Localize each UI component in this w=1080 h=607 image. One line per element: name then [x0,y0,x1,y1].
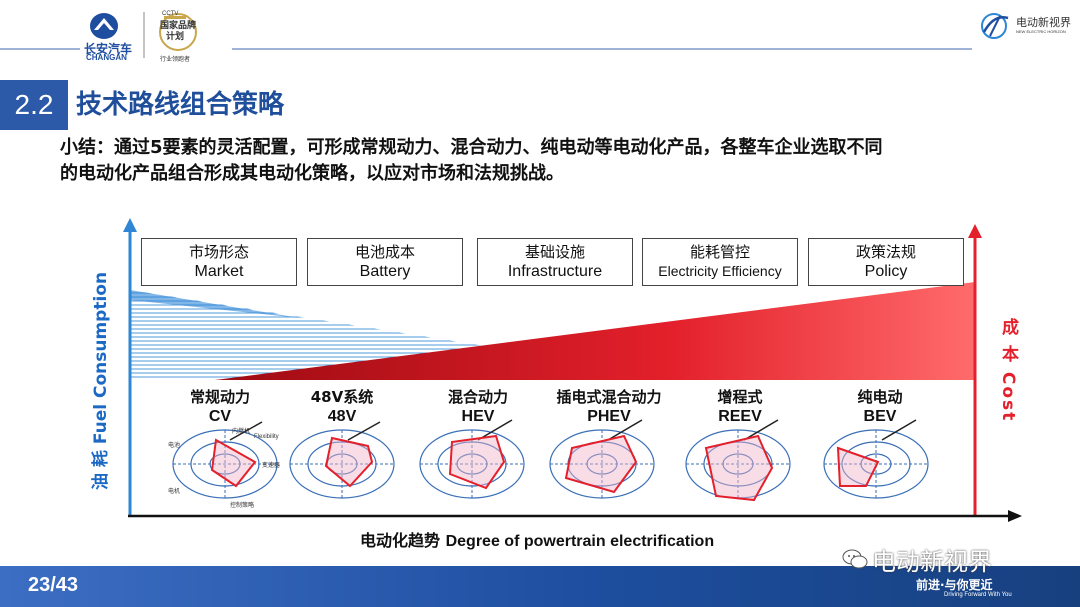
y-axis-left-label: 油 耗 Fuel Consumption [91,271,111,490]
product-cv: 常规动力 CV [170,387,270,427]
product-phev-cn: 插电式混合动力 [556,388,662,406]
product-hev: 混合动力 HEV [428,387,528,427]
y-axis-left-arrow [123,218,137,232]
factor-market: 市场形态 Market [141,238,297,286]
radar-label-bottomleft: 电机 [168,488,181,495]
radar-cv [172,421,278,499]
page-number: 23/43 [28,574,79,596]
product-bev: 纯电动 BEV [830,387,930,427]
factor-market-cn: 市场形态 [188,243,249,261]
product-phev-en: PHEV [587,408,631,425]
watermark-cn: 电动新视界 [458,290,578,318]
product-reev-cn: 增程式 [717,388,763,406]
slogan-cn: 前进·与你更近 [916,578,993,592]
product-48v: 48V系统 48V [292,387,392,427]
header-line-left [0,48,80,50]
wechat-account-name: 电动新视界 [872,548,992,576]
product-reev-en: REEV [718,408,762,425]
badge-mid2: 计划 [166,32,185,42]
factor-infrastructure-en: Infrastructure [507,263,603,280]
product-bev-cn: 纯电动 [857,388,903,406]
fuel-wedge-top [130,290,300,318]
cost-wedge [215,282,975,380]
factor-efficiency: 能耗管控 Electricity Efficiency [642,238,798,286]
changan-logo [78,8,228,64]
badge-bottom: 行业领跑者 [160,56,191,63]
radar-hev [419,419,525,499]
slogan-en: Driving Forward With You [944,592,1012,598]
partner-name-en: NEW ELECTRIC HORIZON [1016,29,1066,34]
radar-phev [549,419,655,499]
product-48v-cn: 48V系统 [310,388,374,406]
partner-logo [978,6,1078,46]
header-line-right [232,48,972,50]
radar-bev [823,419,929,499]
x-axis-arrow [1008,510,1022,522]
x-axis-label-cn: 电动化趋势 [360,531,441,550]
product-hev-cn: 混合动力 [447,388,508,406]
footer-bar [0,566,1080,607]
product-cv-cn: 常规动力 [189,388,250,406]
factor-infrastructure: 基础设施 Infrastructure [477,238,633,286]
x-axis-label: 电动化趋势 Degree of powertrain electrificati… [360,527,714,551]
factor-battery-cn: 电池成本 [354,243,415,261]
factor-policy-cn: 政策法规 [855,243,916,261]
product-48v-en: 48V [327,408,357,425]
product-bev-en: BEV [863,408,897,425]
factor-efficiency-cn: 能耗管控 [689,243,750,261]
brand-name-cn: 长安汽车 [84,42,133,56]
factor-battery: 电池成本 Battery [307,238,463,286]
badge-top: CCTV [162,11,179,17]
partner-name-cn: 电动新视界 [1016,16,1071,29]
radar-reev [685,419,791,502]
summary-line-2: 的电动化产品组合形成其电动化策略，以应对市场和法规挑战。 [60,163,564,184]
radar-48v [289,421,395,499]
brand-name-en: CHANGAN [86,53,127,62]
summary-text: 小结：通过5要素的灵活配置，可形成常规动力、混合动力、纯电动等电动化产品，各整车… [60,135,1060,187]
factor-policy: 政策法规 Policy [808,238,964,286]
section-title: 技术路线组合策略 [76,90,285,120]
product-phev: 插电式混合动力 PHEV [544,387,674,427]
radar-label-flex: Flexibility [254,434,279,440]
factor-battery-en: Battery [359,263,411,280]
factor-market-en: Market [194,263,244,280]
radar-label-bottom: 控制策略 [230,502,255,509]
section-number: 2.2 [0,80,68,130]
radar-label-right: 变速器 [262,462,281,469]
y-axis-right-label: 成 本 Cost [998,318,1018,423]
radar-label-left: 电池 [168,442,181,449]
product-cv-en: CV [208,408,232,425]
watermark-en: NEW ELECTRIC HORIZON [458,313,591,323]
summary-line-1: 小结：通过5要素的灵活配置，可形成常规动力、混合动力、纯电动等电动化产品，各整车… [60,137,883,158]
badge-mid: 国家品牌 [160,21,197,31]
x-axis-label-en: Degree of powertrain electrification [445,533,715,550]
product-hev-en: HEV [461,408,495,425]
y-axis-right-arrow [968,224,982,238]
factor-policy-en: Policy [864,263,908,280]
wechat-icon [842,548,868,574]
factor-infrastructure-cn: 基础设施 [524,243,585,261]
radar-label-top: 内燃机 [232,428,251,435]
factor-efficiency-en: Electricity Efficiency [658,263,782,279]
product-reev: 增程式 REEV [690,387,790,427]
